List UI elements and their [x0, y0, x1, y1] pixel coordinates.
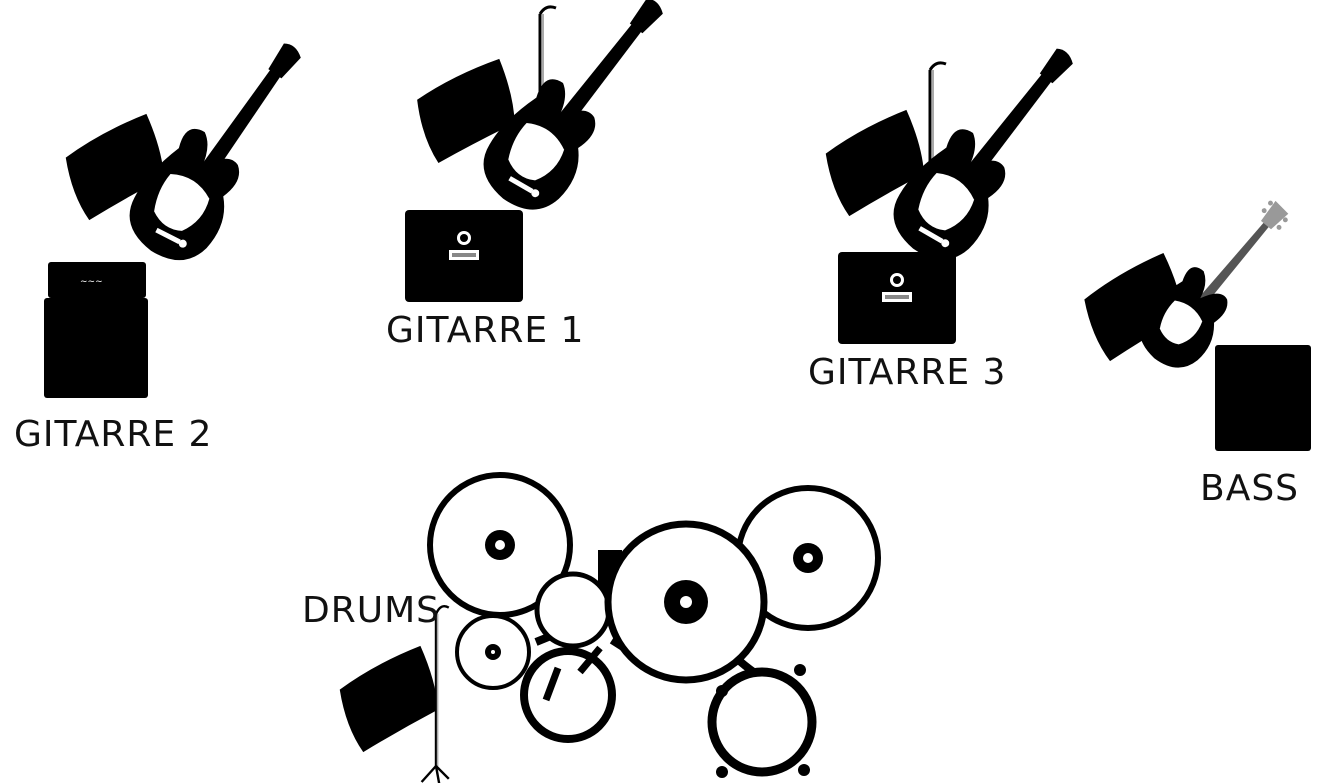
- monitor-wedge-icon: [334, 645, 445, 754]
- gitarre3-station: [820, 25, 1102, 344]
- combo-amplifier-icon: [405, 210, 523, 302]
- gitarre1-station: [405, 0, 692, 302]
- station-label-gitarre3: GITARRE 3: [808, 352, 1006, 393]
- station-label-drums: DRUMS: [302, 590, 440, 631]
- bass-station: [1078, 184, 1311, 451]
- svg-text:~~~: ~~~: [80, 277, 103, 287]
- drum-icon: [537, 574, 609, 646]
- stack-amplifier-icon: ~~~: [44, 262, 148, 398]
- station-label-gitarre1: GITARRE 1: [386, 310, 584, 351]
- gitarre2-station: ~~~: [44, 21, 330, 398]
- combo-amplifier-icon: [838, 252, 956, 344]
- station-label-gitarre2: GITARRE 2: [14, 414, 212, 455]
- drum-icon: [524, 651, 612, 739]
- drum-icon: [712, 672, 812, 772]
- bass-cabinet-icon: [1215, 345, 1311, 451]
- station-label-bass: BASS: [1200, 468, 1299, 509]
- drum-kit-icon: [430, 475, 878, 778]
